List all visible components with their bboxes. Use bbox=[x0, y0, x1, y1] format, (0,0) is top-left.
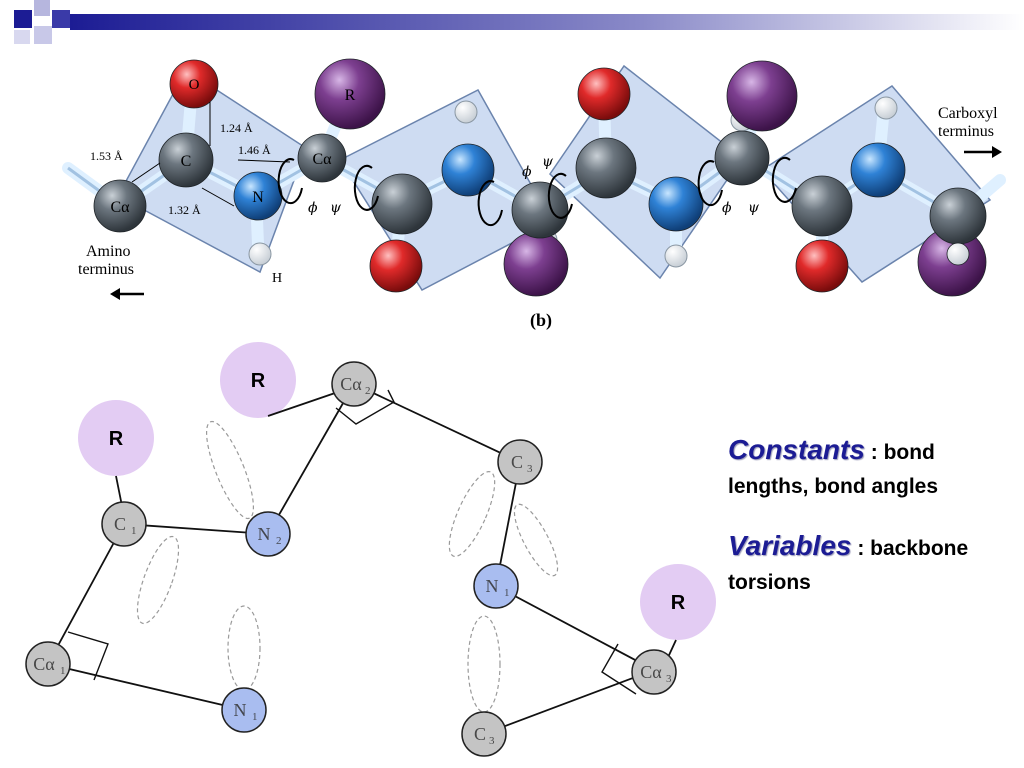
sketch-atom-subscript: 1 bbox=[504, 587, 510, 599]
phi-label: ϕ bbox=[308, 200, 318, 216]
sketch-atom-label: N bbox=[234, 700, 247, 720]
psi-label: ψ bbox=[542, 154, 554, 170]
atom-label-o: O bbox=[189, 77, 200, 93]
psi-label: ψ bbox=[330, 200, 342, 216]
hydrogen-atom bbox=[874, 96, 898, 120]
phi-label: ϕ bbox=[722, 200, 732, 216]
bond-length-label: 1.24 Å bbox=[220, 121, 253, 135]
bond-length-label: 1.32 Å bbox=[168, 203, 201, 217]
atom-label-ca-left: Cα bbox=[110, 199, 130, 216]
variables-description: Variables : backbone torsions bbox=[728, 530, 1024, 601]
r-group-bubble bbox=[640, 564, 716, 640]
r-group-bubble bbox=[220, 342, 296, 418]
alpha-carbon-atom bbox=[929, 187, 987, 245]
constants-description: Constants : bond lengths, bond angles bbox=[728, 434, 1018, 505]
backbone-sketch-diagram: R R R bbox=[25, 342, 716, 757]
sketch-atoms bbox=[25, 361, 677, 757]
sketch-atom-n bbox=[473, 563, 519, 609]
sketch-atom-label: N bbox=[258, 524, 271, 544]
nitrogen-atom bbox=[441, 143, 495, 197]
bond-length-label: 1.53 Å bbox=[90, 149, 123, 163]
peptide-backbone-figure: O C Cα N Cα R H 1.53 Å 1.24 Å 1.46 Å 1.3… bbox=[62, 58, 1006, 331]
sketch-atom-subscript: 1 bbox=[60, 665, 66, 677]
sketch-atom-subscript: 3 bbox=[489, 735, 495, 747]
carbon-atom bbox=[371, 173, 433, 235]
atom-label-r: R bbox=[345, 87, 356, 104]
oxygen-atom bbox=[369, 239, 423, 293]
alpha-carbon-atom bbox=[297, 133, 347, 183]
nitrogen-atom bbox=[850, 142, 906, 198]
oxygen-atom bbox=[169, 59, 219, 109]
sketch-atom-c3 bbox=[461, 711, 507, 757]
sketch-atom-subscript: 1 bbox=[252, 711, 258, 723]
alpha-carbon-atom bbox=[511, 181, 569, 239]
hydrogen-atom bbox=[664, 244, 688, 268]
sketch-atom-label: N bbox=[486, 576, 499, 596]
atom-label-c: C bbox=[181, 153, 192, 170]
hydrogen-atom bbox=[946, 242, 970, 266]
sketch-atom-subscript: 3 bbox=[666, 673, 672, 685]
atom-label-h: H bbox=[272, 271, 282, 286]
oxygen-atom bbox=[577, 67, 631, 121]
header-bar bbox=[14, 0, 1024, 44]
variables-definition: : backbone torsions bbox=[728, 537, 969, 594]
r-group-atom bbox=[503, 231, 569, 297]
variables-term: Variables bbox=[728, 530, 852, 561]
torsion-arrows bbox=[277, 156, 797, 227]
corner-squares-icon bbox=[14, 0, 70, 44]
r-group-label: R bbox=[251, 370, 266, 392]
carboxyl-terminus-label: Carboxyl bbox=[938, 105, 998, 122]
bond-length-label: 1.46 Å bbox=[238, 143, 271, 157]
carbon-atom bbox=[791, 175, 853, 237]
psi-label: ψ bbox=[748, 200, 760, 216]
sketch-atom-label: Cα bbox=[640, 662, 662, 682]
carbonyl-carbon-atom bbox=[158, 132, 214, 188]
sketch-atom-c1 bbox=[101, 501, 147, 547]
amino-terminus-label: terminus bbox=[78, 261, 134, 278]
atoms bbox=[93, 58, 987, 297]
sketch-atom-ca bbox=[331, 361, 377, 407]
r-group-label: R bbox=[671, 592, 686, 614]
r-group-label: R bbox=[109, 428, 124, 450]
orbital-ellipses bbox=[136, 420, 559, 713]
hydrogen-atom bbox=[248, 242, 272, 266]
sketch-atom-subscript: 2 bbox=[276, 535, 282, 547]
nitrogen-atom bbox=[648, 176, 704, 232]
figure-caption: (b) bbox=[530, 310, 552, 331]
r-group-atom bbox=[314, 58, 386, 130]
sketch-atom-label: C bbox=[114, 514, 126, 534]
r-group-atom bbox=[726, 60, 798, 132]
sketch-atom-subscript: 2 bbox=[365, 385, 371, 397]
amino-terminus-label: Amino bbox=[86, 243, 130, 260]
r-group-bubble bbox=[78, 400, 154, 476]
sketch-atom-label: Cα bbox=[340, 374, 362, 394]
atom-label-ca: Cα bbox=[312, 151, 332, 168]
sketch-atom-c bbox=[497, 439, 543, 485]
sketch-atom-ca3 bbox=[631, 649, 677, 695]
sketch-atom-n2 bbox=[245, 511, 291, 557]
sketch-angle-marks bbox=[67, 389, 637, 695]
hydrogen-atom bbox=[454, 100, 478, 124]
carboxyl-terminus-label: terminus bbox=[938, 123, 994, 140]
sketch-atom-subscript: 1 bbox=[131, 525, 137, 537]
oxygen-atom bbox=[795, 239, 849, 293]
carbon-atom bbox=[575, 137, 637, 199]
alpha-carbon-atom bbox=[714, 130, 770, 186]
sketch-atom-n1 bbox=[221, 687, 267, 733]
sketch-atom-label: C bbox=[511, 452, 523, 472]
sketch-atom-subscript: 3 bbox=[527, 463, 533, 475]
alpha-carbon-atom bbox=[93, 179, 147, 233]
constants-term: Constants bbox=[728, 434, 865, 465]
sketch-bonds bbox=[47, 383, 677, 735]
sketch-atom-ca1 bbox=[25, 641, 71, 687]
atom-label-n: N bbox=[252, 189, 264, 206]
sketch-atom-label: C bbox=[474, 724, 486, 744]
phi-label: ϕ bbox=[522, 164, 532, 180]
constants-definition: : bond lengths, bond angles bbox=[728, 441, 939, 498]
sketch-atom-label: Cα bbox=[33, 654, 55, 674]
